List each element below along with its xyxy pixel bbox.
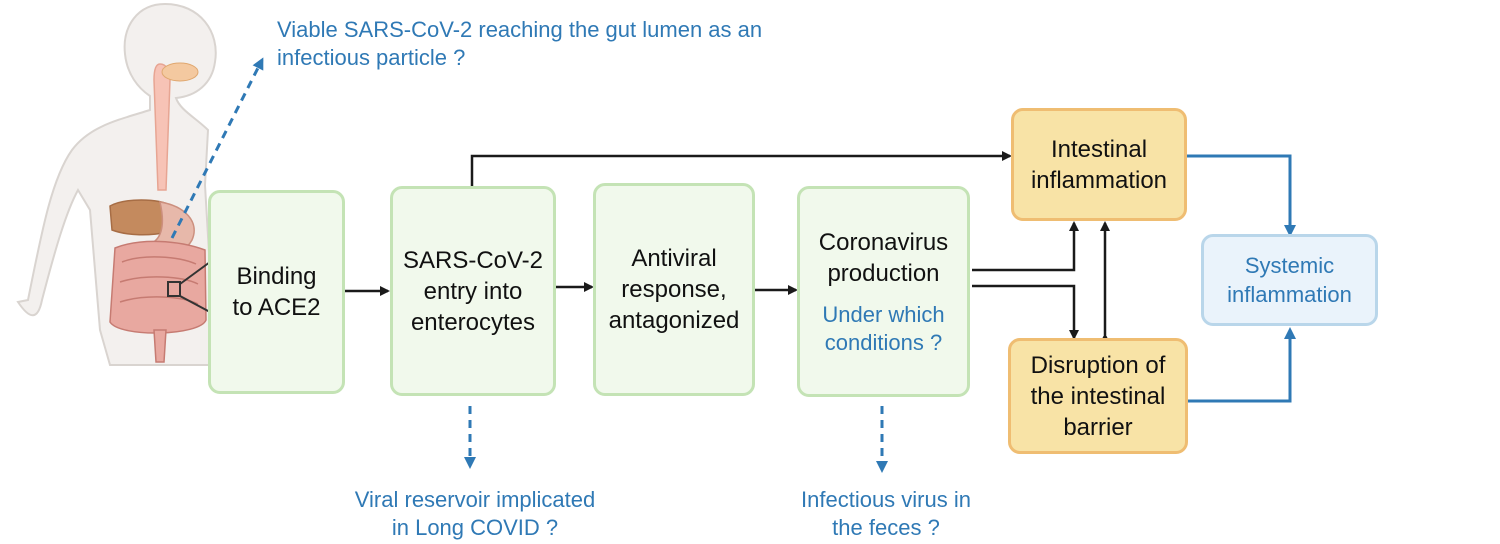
- arrow-coronavirus-to-disruption: [972, 284, 1079, 340]
- arrow-entry-to-inflammation: [470, 151, 1012, 188]
- arrow-inflammation-systemic: [1178, 150, 1296, 237]
- box-binding-label: Binding to ACE2: [232, 263, 321, 321]
- box-disruption-label: Disruption of the intestinal barrier: [1030, 351, 1166, 441]
- arrow-disruption-systemic: [1178, 327, 1296, 407]
- box-virus-entry: SARS-CoV-2 entry into enterocytes: [390, 186, 556, 396]
- box-antiviral-label: Antiviral response, antagonized: [608, 245, 740, 334]
- box-intestinal-inflammation: Intestinal inflammation: [1011, 108, 1187, 221]
- intestines-icon: [109, 240, 207, 334]
- box-barrier-disruption: Disruption of the intestinal barrier: [1008, 338, 1188, 454]
- box-systemic-inflammation: Systemic inflammation: [1201, 234, 1378, 326]
- box-entry-label: SARS-CoV-2 entry into enterocytes: [402, 246, 544, 336]
- dashed-arrow-to-lumen-question: [170, 57, 264, 239]
- question-viral-reservoir: Viral reservoir implicated in Long COVID…: [354, 487, 596, 540]
- rectum-icon: [153, 329, 167, 363]
- question-infectious-feces: Infectious virus in the feces ?: [801, 487, 971, 540]
- box-systemic-label: Systemic inflammation: [1227, 253, 1352, 307]
- box-coronavirus-production: Coronavirus production Under which condi…: [797, 186, 970, 397]
- box-coronavirus-question: Under which conditions ?: [822, 301, 945, 355]
- box-antiviral-response: Antiviral response, antagonized: [593, 183, 755, 396]
- zoom-square-icon: [167, 281, 181, 297]
- box-inflammation-label: Intestinal inflammation: [1030, 135, 1168, 194]
- human-torso-digestive-system-icon: [16, 2, 217, 366]
- box-coronavirus-label: Coronavirus production: [818, 228, 949, 287]
- box-binding-ace2: Binding to ACE2: [208, 190, 345, 394]
- arrow-coronavirus-to-inflammation: [972, 221, 1079, 272]
- question-gut-lumen: Viable SARS-CoV-2 reaching the gut lumen…: [277, 17, 763, 70]
- mouth-icon: [161, 62, 199, 82]
